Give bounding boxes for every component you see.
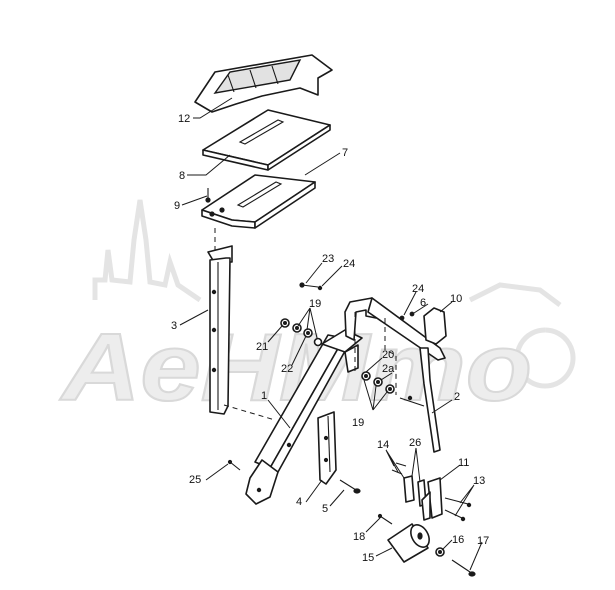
part-9-bolt <box>205 188 211 203</box>
callout-25: 25 <box>189 474 201 486</box>
part-23-bolt <box>299 282 323 291</box>
callout-19-left: 19 <box>309 298 321 310</box>
part-4-bracket <box>317 411 337 485</box>
part-25-screw <box>227 459 241 471</box>
part-13-pins <box>444 497 472 522</box>
callout-12: 12 <box>178 113 190 125</box>
callout-6: 6 <box>420 297 426 309</box>
callout-2: 2 <box>454 391 460 403</box>
part-18-pin <box>377 513 393 525</box>
callout-2a: 2a <box>382 363 395 375</box>
callout-16: 16 <box>452 534 464 546</box>
callout-17: 17 <box>477 535 489 547</box>
callout-20: 20 <box>382 349 394 361</box>
watermark-skyline <box>92 199 202 303</box>
callout-5: 5 <box>322 503 328 515</box>
callout-4: 4 <box>296 496 302 508</box>
callout-7: 7 <box>342 147 348 159</box>
callout-24-upper: 24 <box>343 258 355 270</box>
part-12-mat <box>194 54 333 113</box>
callout-3: 3 <box>171 320 177 332</box>
part-8-plate <box>202 109 331 171</box>
callout-15: 15 <box>362 552 374 564</box>
part-6-fastener <box>399 311 415 321</box>
callout-24-right: 24 <box>412 283 424 295</box>
leader-lines <box>179 97 483 571</box>
part-1-main-tube <box>245 329 363 505</box>
callout-22: 22 <box>281 363 293 375</box>
callout-labels: 12 8 7 9 23 24 24 6 10 3 19 21 22 20 2a … <box>171 113 489 564</box>
callout-21: 21 <box>256 341 268 353</box>
part-11-clevis <box>421 477 443 521</box>
part-7-deck <box>201 174 316 229</box>
callout-14: 14 <box>377 439 389 451</box>
callout-1: 1 <box>261 390 267 402</box>
callout-26: 26 <box>409 437 421 449</box>
part-10-grip <box>423 307 447 345</box>
washer-stack-right <box>361 371 395 394</box>
watermark-motorcycle-outline <box>468 282 576 389</box>
mat-texture <box>213 59 302 94</box>
part-5-bolt <box>339 479 361 494</box>
callout-9: 9 <box>174 200 180 212</box>
part-3-post <box>207 228 233 415</box>
callout-11: 11 <box>458 457 469 469</box>
callout-23: 23 <box>322 253 334 265</box>
callout-18: 18 <box>353 531 365 543</box>
washer-stack-left <box>280 318 323 347</box>
part-17-bolt <box>451 559 476 577</box>
callout-10: 10 <box>450 293 462 305</box>
part-15-cylinder <box>387 523 430 563</box>
callout-8: 8 <box>179 170 185 182</box>
callout-19-right: 19 <box>352 417 364 429</box>
callout-13: 13 <box>473 475 485 487</box>
